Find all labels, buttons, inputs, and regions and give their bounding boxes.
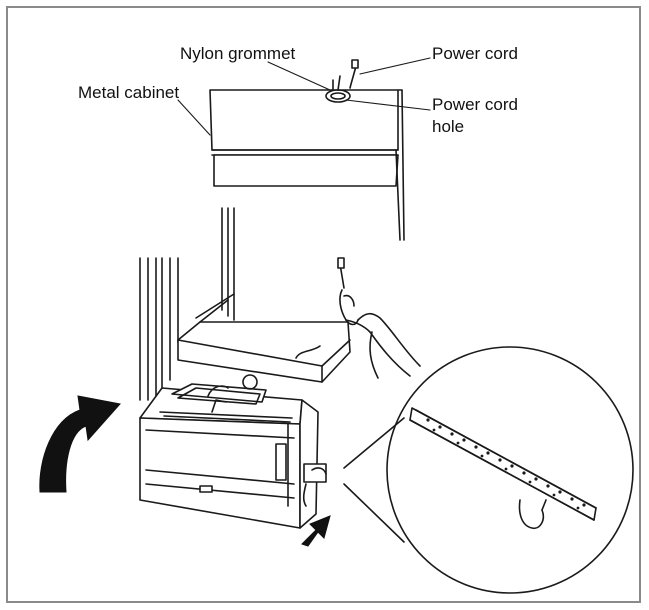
curved-arrow-icon — [39, 395, 121, 493]
label-power-cord-hole-line1: Power cord — [432, 95, 518, 114]
hand-holding-cord — [337, 257, 421, 379]
microwave-oven — [139, 374, 319, 529]
mounting-bracket — [302, 463, 327, 507]
power-cord-hole — [325, 75, 351, 103]
metal-cabinet — [209, 89, 405, 241]
detail-magnifier-circle — [343, 346, 634, 594]
wall-edges — [139, 207, 235, 401]
bracket-holes — [426, 418, 586, 510]
label-metal-cabinet: Metal cabinet — [78, 83, 180, 102]
up-arrow-icon — [301, 515, 331, 547]
leader-lines — [177, 57, 431, 136]
label-nylon-grommet: Nylon grommet — [180, 44, 296, 63]
label-power-cord-hole-line2: hole — [432, 117, 465, 136]
label-power-cord: Power cord — [432, 44, 518, 63]
power-cord-top — [349, 59, 359, 89]
lower-cabinet — [177, 293, 351, 383]
